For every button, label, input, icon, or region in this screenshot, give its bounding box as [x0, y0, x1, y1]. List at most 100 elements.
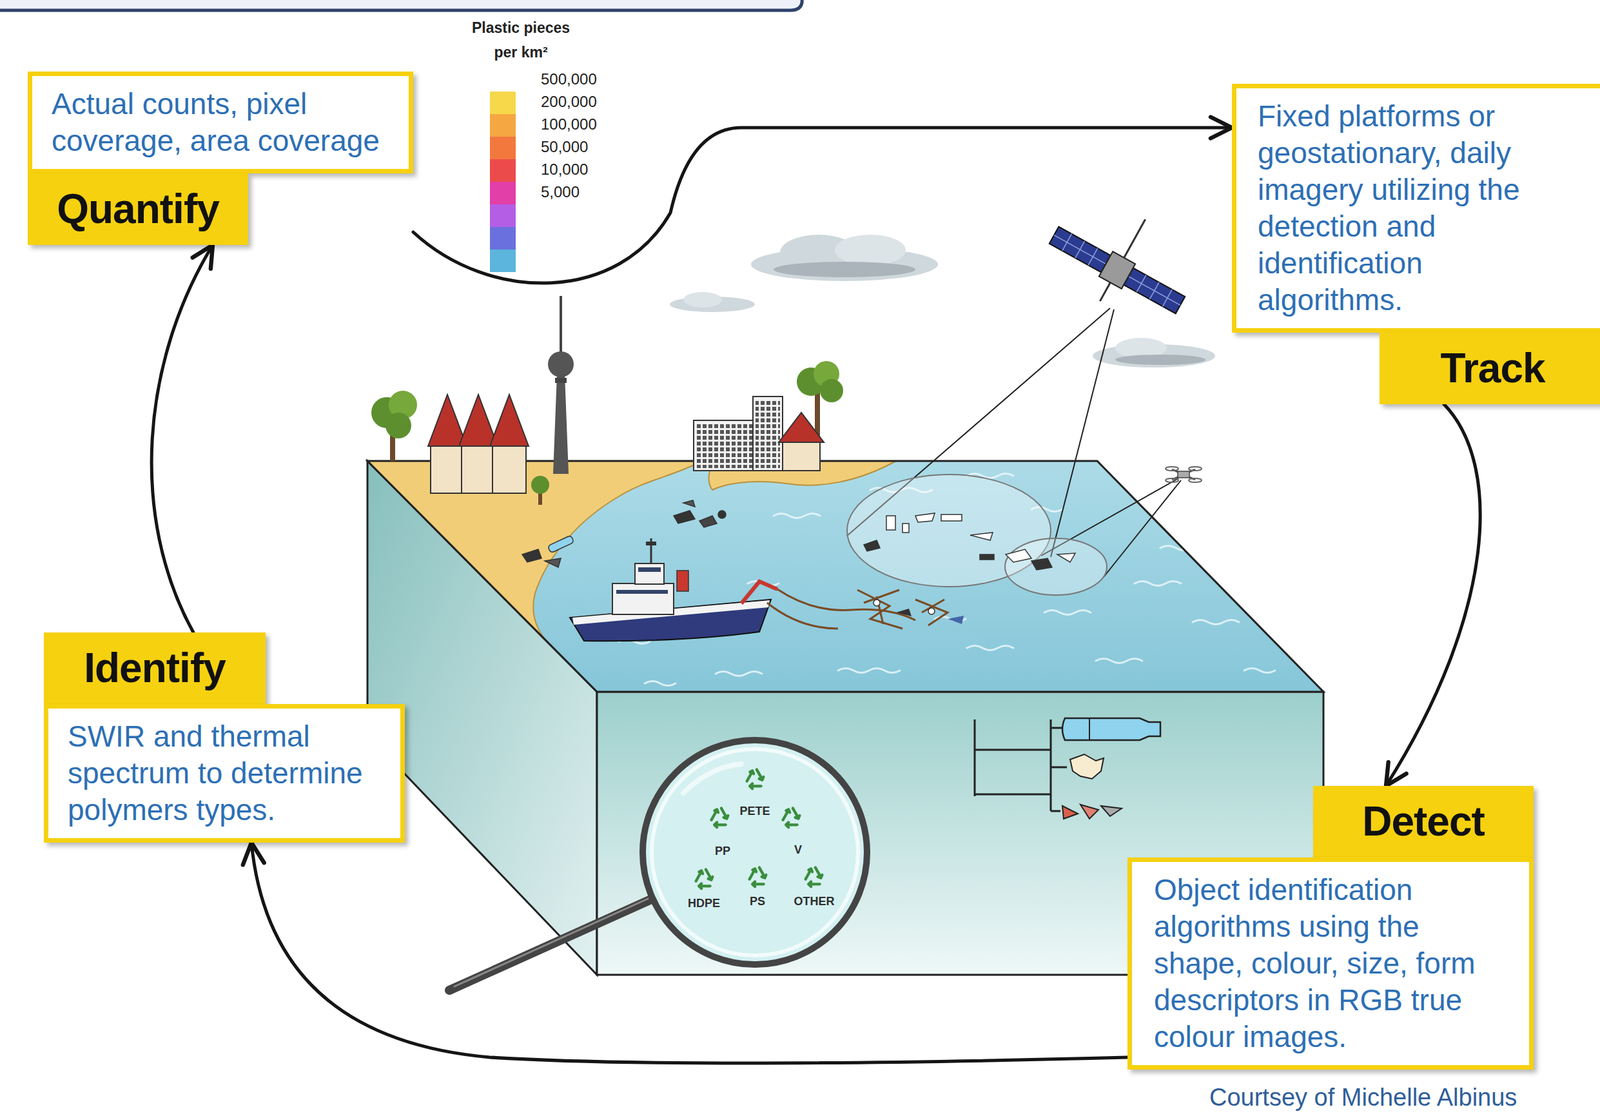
magnifying-glass [454, 898, 648, 987]
houses [492, 444, 527, 494]
block-top-edge [367, 460, 1324, 692]
fishing-net [928, 607, 935, 615]
office-building [693, 396, 824, 471]
sea-surface [966, 645, 1014, 651]
legend-value: 10,000 [540, 159, 588, 180]
drone [1188, 478, 1202, 483]
legend-bar-tail [489, 249, 516, 273]
research-ship [638, 567, 661, 572]
satellite [1099, 251, 1136, 289]
floating-debris [915, 513, 935, 523]
resin-code: PP [696, 843, 749, 859]
clouds [669, 234, 1216, 368]
sea-surface [715, 671, 762, 677]
cycle-arrow [1385, 404, 1481, 786]
magnifying-glass [683, 763, 742, 793]
cycle-arrow [413, 127, 1232, 283]
research-ship [612, 583, 674, 615]
drone [1165, 478, 1179, 483]
sea-surface [367, 460, 1324, 692]
floating-debris [1057, 553, 1076, 563]
legend-swatch [489, 204, 516, 227]
debris-type-tree [1062, 718, 1161, 741]
resin-code: PETE [729, 803, 781, 819]
sea-surface [1192, 620, 1240, 625]
fishing-net [947, 615, 964, 625]
legend-value: 50,000 [540, 137, 588, 157]
legend-bar-tail [489, 226, 516, 250]
sea-surface [773, 513, 820, 519]
magnifying-glass [449, 740, 868, 991]
resin-code: HDPE [678, 896, 730, 911]
legend-swatch [489, 91, 516, 115]
houses [489, 394, 529, 447]
trees [371, 360, 844, 505]
stage-panel: Actual counts, pixel coverage, area cove… [27, 71, 414, 245]
sea-surface [838, 668, 900, 674]
stage-panel: DetectObject identification algorithms u… [1127, 785, 1534, 1070]
sea-surface [618, 468, 1276, 686]
resin-code: OTHER [788, 894, 840, 909]
legend-title: Plastic pieces per km² [459, 15, 583, 65]
legend-swatch [489, 181, 516, 205]
office-building [693, 420, 759, 471]
office-building [778, 412, 824, 443]
stage-heading: Track [1379, 332, 1600, 405]
tv-tower [553, 373, 569, 474]
legend-value: 500,000 [540, 69, 597, 89]
tv-tower [547, 351, 574, 378]
floating-debris [673, 510, 695, 524]
legend-bar-tail [489, 226, 516, 273]
recycling-symbol [747, 769, 764, 790]
recycling-symbol [749, 867, 767, 888]
legend-value: 5,000 [540, 182, 580, 202]
magnifying-glass [642, 740, 868, 965]
sea-surface [1244, 668, 1276, 674]
drone [1188, 466, 1202, 471]
drone [1165, 466, 1179, 471]
houses [428, 394, 529, 494]
trees [819, 379, 844, 403]
resin-code: PS [731, 894, 784, 909]
legend-swatch [489, 114, 516, 137]
drone [1165, 466, 1202, 483]
drone-beams [1103, 480, 1181, 577]
block-top-edge [367, 460, 1324, 692]
stage-panel: IdentifySWIR and thermal spectrum to det… [43, 632, 405, 843]
satellite [1036, 184, 1209, 336]
trees [385, 412, 412, 439]
houses [428, 394, 467, 447]
floating-debris [979, 554, 995, 560]
sea-surface [367, 460, 1324, 692]
office-building [752, 396, 783, 471]
debris-type-tree [974, 719, 1067, 811]
recycling-symbol [696, 869, 713, 889]
floating-debris [1031, 558, 1053, 570]
magnifying-glass [651, 749, 859, 956]
floating-debris [1005, 549, 1032, 563]
floating-debris [902, 523, 909, 533]
header-tab [0, 0, 802, 11]
fishing-net [857, 589, 948, 629]
drone [1177, 471, 1190, 478]
clouds [683, 292, 722, 308]
debris-type-tree [1080, 804, 1099, 819]
fishing-net [873, 599, 880, 606]
stage-description: Actual counts, pixel coverage, area cove… [27, 71, 414, 174]
debris-type-tree [1088, 718, 1091, 741]
stage-panel: Fixed platforms or geostationary, daily … [1231, 83, 1600, 405]
research-ship [634, 563, 664, 585]
credit-note: Courtsey of Michelle Albinus [1209, 1082, 1517, 1112]
floating-debris [863, 540, 880, 552]
floating-debris [522, 549, 542, 563]
stage-description: Fixed platforms or geostationary, daily … [1231, 83, 1600, 333]
clouds [834, 234, 906, 266]
beach [367, 460, 703, 642]
debris-type-tree [1101, 805, 1122, 817]
debris-type-tree [974, 718, 1161, 819]
floating-debris [699, 515, 717, 528]
tv-tower [555, 377, 567, 383]
floating-debris [683, 500, 695, 507]
survey-area [847, 474, 1107, 596]
